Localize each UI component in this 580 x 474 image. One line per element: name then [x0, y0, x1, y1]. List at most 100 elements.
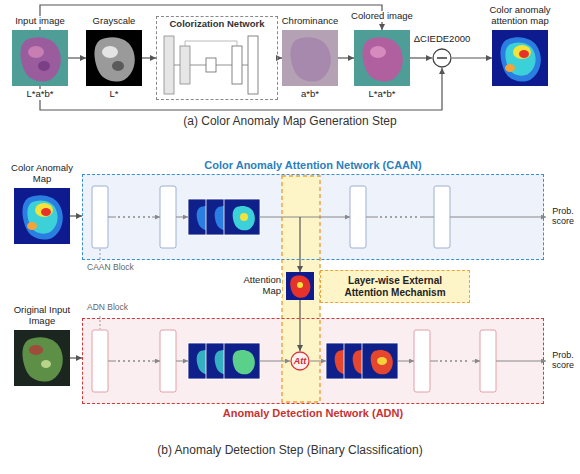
caan-block: [160, 186, 176, 248]
image-node: Input imageL*a*b*: [12, 30, 68, 86]
heat-region: [501, 37, 541, 81]
flow-line: [108, 361, 438, 362]
operator-label: Att: [290, 351, 310, 371]
caan-block: [434, 186, 450, 248]
heat-spot: [513, 45, 531, 59]
heatmap-image: [286, 272, 314, 300]
heat-region: [290, 276, 310, 298]
subtract-circle: [433, 49, 451, 67]
connector-arrow: [338, 57, 354, 58]
connector-arrow: [452, 57, 492, 58]
heat-spot: [41, 208, 51, 216]
network-box: Colorization Network: [156, 16, 278, 100]
image-title: Color anomaly attention map: [477, 5, 563, 27]
connector-arrow: [142, 57, 156, 58]
colored-image: [354, 30, 410, 86]
network-box: Anomaly Detection Network (ADN)Att: [82, 318, 544, 404]
figure-caption: (b) Anomaly Detection Step (Binary Class…: [0, 444, 580, 458]
feature-map: [224, 199, 260, 235]
tissue: [95, 37, 135, 81]
branch-line: [299, 217, 300, 260]
caan-block: [350, 186, 366, 248]
feature-spot: [377, 357, 387, 365]
image-node: Original Input Image: [14, 330, 70, 386]
unet-bottleneck: [206, 58, 216, 72]
feature-region: [233, 350, 255, 374]
tissue-spot: [38, 61, 50, 71]
flow-line: [108, 217, 434, 218]
ellipsis-dots: [118, 216, 418, 217]
input-image: [12, 30, 68, 86]
image-node: Chrominancea*b*: [282, 30, 338, 86]
image-title: Input image: [14, 16, 66, 27]
image-title: Grayscale: [92, 16, 137, 27]
image-node: Colored imageL*a*b*: [354, 30, 410, 86]
unet-layer: [248, 36, 258, 94]
flow-arrow: [176, 217, 188, 218]
image-title: Chrominance: [281, 16, 340, 27]
metric-label: ΔCIEDE2000: [413, 34, 472, 45]
subtract-symbol: [432, 48, 452, 68]
tissue: [291, 37, 331, 81]
caan-block: [92, 186, 108, 248]
connector-arrow: [299, 260, 300, 272]
flow-arrow: [152, 361, 160, 362]
tissue-spot: [28, 46, 44, 58]
heat-region: [27, 200, 57, 233]
flow-arrow: [472, 361, 480, 362]
flow-arrow: [398, 361, 414, 362]
flow-arrow: [152, 217, 160, 218]
image-node: GrayscaleL*: [86, 30, 142, 86]
connector-arrow: [40, 5, 382, 30]
adn-block: [160, 330, 176, 392]
feature-region: [371, 350, 393, 374]
network-title: Colorization Network: [156, 19, 278, 30]
heat-spot: [27, 222, 37, 230]
flow-arrow: [260, 361, 290, 362]
heat-region: [23, 195, 63, 239]
flow-arrow: [310, 361, 326, 362]
flow-arrow: [176, 361, 188, 362]
feature-map: [362, 343, 398, 379]
tissue-spot: [112, 61, 124, 71]
connector-arrow: [68, 57, 86, 58]
tissue: [21, 37, 61, 81]
mechanism-title: Layer-wise External Attention Mechanism: [326, 275, 464, 298]
feature-map: [224, 343, 260, 379]
network-title: Color Anomaly Attention Network (CAAN): [202, 159, 423, 172]
input-image: [14, 330, 70, 386]
flow-arrow: [496, 361, 546, 362]
adn-block: [480, 330, 496, 392]
tissue-spot: [370, 46, 386, 58]
leader-line: [100, 249, 101, 262]
heatmap-image: [492, 30, 548, 86]
image-title: Color Anomaly Map: [8, 163, 76, 185]
image-title: Attention Map: [234, 275, 282, 297]
flow-arrow: [450, 217, 546, 218]
color-space-label: L*: [109, 89, 120, 100]
unet-layer: [232, 46, 242, 84]
tissue-spot: [41, 360, 51, 368]
output-label: Prob. score: [549, 206, 577, 227]
unet-layer: [164, 36, 174, 94]
attention-band: [282, 176, 320, 402]
skip-connection: [185, 41, 237, 46]
image-node: Color Anomaly Map: [14, 188, 70, 244]
grayscale-image: [86, 30, 142, 86]
color-space-label: L*a*b*: [26, 89, 55, 100]
feature-region: [233, 206, 255, 230]
unet-layer: [180, 46, 190, 84]
heat-spot: [35, 203, 53, 217]
adn-block: [92, 330, 108, 392]
block-label: CAAN Block: [86, 263, 135, 273]
color-space-label: L*a*b*: [368, 89, 397, 100]
tissue-spot: [29, 345, 43, 355]
heat-spot: [505, 64, 515, 72]
unet-flow: [174, 65, 248, 66]
network-title: Anomaly Detection Network (ADN): [221, 407, 405, 420]
chrominance-image: [282, 30, 338, 86]
figure-caption: (a) Color Anomaly Map Generation Step: [0, 115, 580, 129]
